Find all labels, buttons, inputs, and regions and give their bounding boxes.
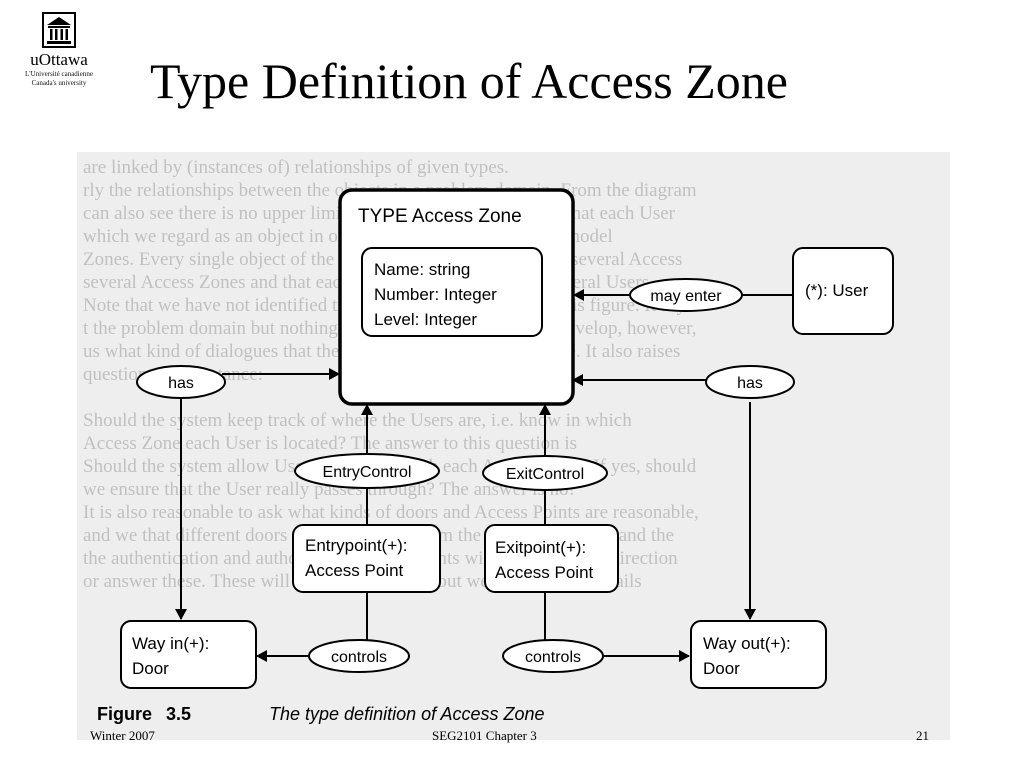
entrypoint-line1: Entrypoint(+): <box>305 536 408 555</box>
building-icon <box>42 12 76 48</box>
has-left-label: has <box>168 375 194 392</box>
may-enter-relation: may enter <box>629 278 743 312</box>
logo-tagline-fr: L'Université canadienne <box>25 70 93 78</box>
way-out-line1: Way out(+): <box>703 634 791 653</box>
way-in-line2: Door <box>132 659 169 678</box>
has-left-relation: has <box>136 365 226 399</box>
scanned-figure: are linked by (instances of) relationshi… <box>77 152 950 740</box>
exit-control-relation: ExitControl <box>482 455 608 491</box>
background-text-line: we ensure that the User really passes th… <box>83 479 575 500</box>
has-right-label: has <box>737 375 763 392</box>
entry-control-relation: EntryControl <box>294 453 440 489</box>
figure-number: 3.5 <box>166 704 191 724</box>
connectors <box>175 289 792 662</box>
figure-word: Figure <box>97 704 152 724</box>
entrypoint-box: Entrypoint(+): Access Point <box>292 524 441 593</box>
type-attr-name: Name: string <box>374 260 470 279</box>
way-in-line1: Way in(+): <box>132 634 209 653</box>
footer-course: SEG2101 Chapter 3 <box>432 728 537 743</box>
entrypoint-line2: Access Point <box>305 561 404 580</box>
background-text-line: are linked by (instances of) relationshi… <box>83 157 509 178</box>
logo-name: uOttawa <box>30 50 88 69</box>
controls-right-label: controls <box>525 649 581 666</box>
uottawa-logo: uOttawa L'Université canadienne Canada's… <box>10 12 108 107</box>
way-in-box: Way in(+): Door <box>120 620 257 689</box>
way-out-line2: Door <box>703 659 740 678</box>
controls-left-label: controls <box>331 649 387 666</box>
figure-label: Figure 3.5 <box>97 704 191 724</box>
has-right-relation: has <box>705 365 795 399</box>
slide-title: Type Definition of Access Zone <box>150 53 788 109</box>
logo-tagline-en: Canada's university <box>31 79 87 87</box>
figure-caption: Figure 3.5 The type definition of Access … <box>97 704 544 724</box>
exitpoint-box: Exitpoint(+): Access Point <box>484 524 619 593</box>
type-access-zone-box: TYPE Access Zone Name: string Number: In… <box>338 188 575 406</box>
footer-page-number: 21 <box>916 728 929 743</box>
exitpoint-line1: Exitpoint(+): <box>495 538 586 557</box>
controls-right-relation: controls <box>502 639 604 673</box>
user-box-label: (*): User <box>805 281 869 300</box>
type-attr-number: Number: Integer <box>374 285 497 304</box>
type-box-title: TYPE Access Zone <box>358 206 522 227</box>
access-zone-diagram: TYPE Access Zone Name: string Number: In… <box>97 188 894 724</box>
type-attr-level: Level: Integer <box>374 310 477 329</box>
background-text-line: Should the system keep track of where th… <box>83 410 632 431</box>
controls-left-relation: controls <box>308 639 410 673</box>
figure-caption-text: The type definition of Access Zone <box>269 704 544 724</box>
entry-control-label: EntryControl <box>323 464 412 481</box>
may-enter-label: may enter <box>650 288 722 305</box>
exit-control-label: ExitControl <box>506 466 584 483</box>
exitpoint-line2: Access Point <box>495 563 594 582</box>
footer-date: Winter 2007 <box>90 728 155 743</box>
user-box: (*): User <box>792 247 894 335</box>
way-out-box: Way out(+): Door <box>690 620 827 689</box>
background-text-line: Access Zone each User is located? The an… <box>83 433 578 454</box>
